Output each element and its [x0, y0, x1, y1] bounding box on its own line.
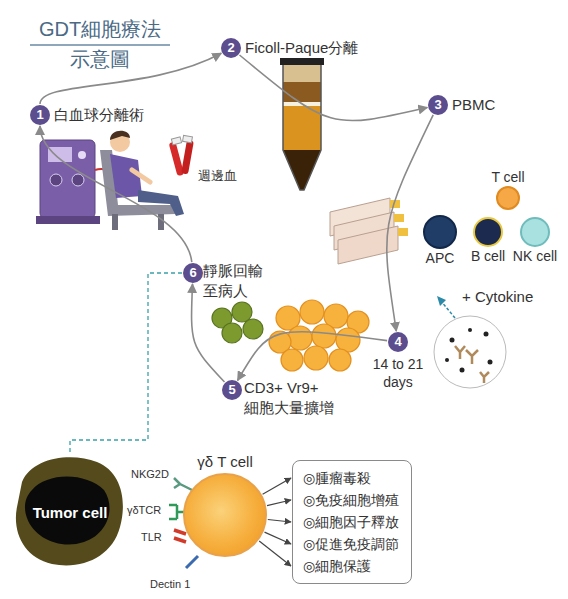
title-rule — [30, 44, 170, 46]
flow-arrow — [259, 541, 291, 566]
flow-arrow — [268, 520, 291, 523]
step-label: Ficoll-Paque分離 — [245, 38, 358, 58]
diagram-title: GDT細胞療法 示意圖 — [30, 14, 170, 74]
cell-label: T cell — [491, 169, 524, 185]
function-item: ◎細胞因子釋放 — [303, 511, 399, 533]
returned-cells — [212, 302, 263, 343]
step-label: 靜脈回輸 至病人 — [203, 261, 269, 301]
callout-number: 2Ficoll-Paque分離 — [221, 38, 241, 58]
cell-circle: T cell — [496, 186, 520, 210]
step-label: 14 to 21 days — [366, 355, 430, 391]
function-item: ◎腫瘤毒殺 — [303, 467, 399, 489]
function-item: ◎細胞保護 — [303, 555, 399, 577]
callout-digit: 3 — [428, 95, 448, 115]
function-list-box: ◎腫瘤毒殺◎免疫細胞增殖◎細胞因子釋放◎促進免疫調節◎細胞保護 — [292, 460, 412, 584]
cell-circle: B cell — [473, 217, 503, 247]
function-item: ◎促進免疫調節 — [303, 533, 399, 555]
callout-number: 6靜脈回輸 至病人 — [183, 263, 203, 283]
text-label: TLR — [141, 530, 162, 544]
culture-flasks — [330, 198, 408, 264]
tumor-cell: Tumor cell — [12, 452, 128, 572]
callout-number: 5CD3+ Vr9+ 細胞大量擴增 — [222, 380, 242, 400]
cell-label: NK cell — [513, 248, 557, 264]
flow-arrow — [40, 53, 221, 104]
callout-digit: 5 — [222, 380, 242, 400]
callout-number: 414 to 21 days — [388, 332, 408, 352]
function-item: ◎免疫細胞增殖 — [303, 489, 399, 511]
flow-arrow — [238, 332, 388, 381]
cell-label: APC — [426, 250, 455, 266]
text-label: NKG2D — [131, 467, 169, 481]
flow-arrow — [267, 500, 291, 506]
gd-t-cell: γδ T cell — [183, 473, 267, 557]
callout-digit: 1 — [30, 105, 50, 125]
flow-arrow — [263, 478, 291, 494]
callout-number: 3PBMC — [428, 95, 448, 115]
text-label: γδTCR — [127, 503, 161, 517]
text-label: Dectin 1 — [150, 577, 190, 591]
text-label: + Cytokine — [462, 288, 533, 306]
callout-number: 1白血球分離術 — [30, 105, 50, 125]
expanded-cells — [269, 300, 369, 371]
callout-digit: 2 — [221, 38, 241, 58]
dashed-link — [70, 273, 182, 452]
cell-label: γδ T cell — [197, 453, 253, 471]
cell-label: B cell — [471, 248, 505, 264]
step-label: CD3+ Vr9+ 細胞大量擴增 — [244, 378, 354, 418]
tumor-core — [25, 477, 110, 545]
cell-circle: APC — [423, 215, 457, 249]
callout-digit: 4 — [388, 332, 408, 352]
cytokine-bubble — [434, 296, 506, 388]
step-label: 白血球分離術 — [54, 105, 144, 125]
patient-in-chair — [100, 131, 184, 230]
flow-arrow — [40, 126, 192, 262]
centrifuge-tube — [280, 58, 324, 190]
flow-arrow — [265, 532, 292, 544]
flow-arrow — [240, 55, 428, 121]
tumor-label: Tumor cell — [33, 504, 108, 521]
cell-circle: NK cell — [520, 217, 550, 247]
step-label: PBMC — [452, 95, 495, 115]
blood-tubes — [169, 135, 194, 176]
text-label: 週邊血 — [198, 168, 237, 184]
tumor-body — [16, 457, 123, 565]
callout-digit: 6 — [183, 263, 203, 283]
